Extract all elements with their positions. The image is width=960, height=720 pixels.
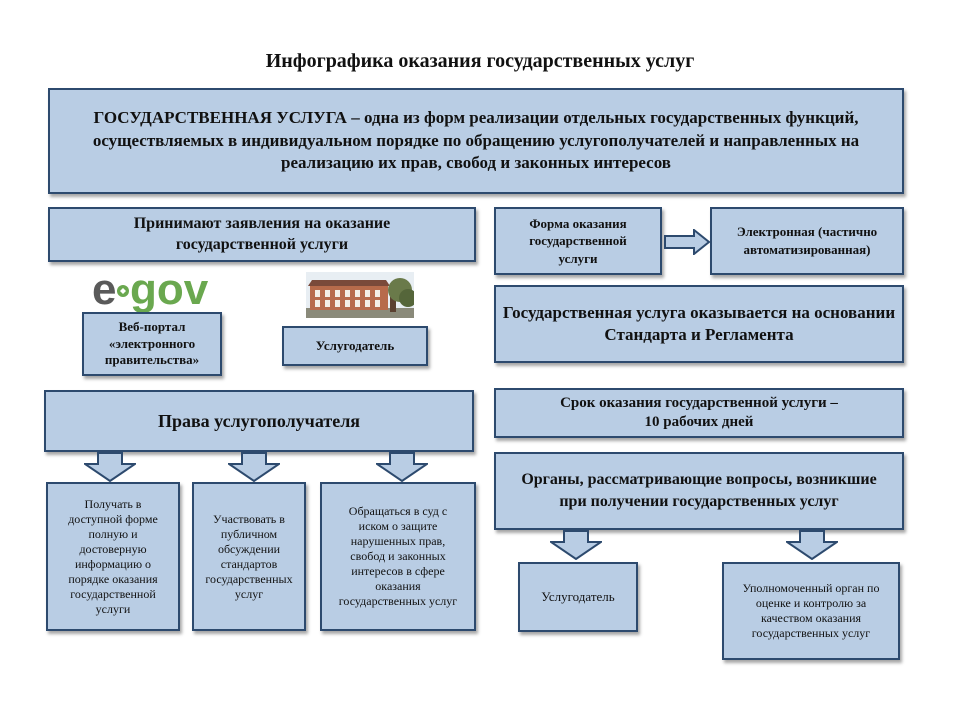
definition-term: ГОСУДАРСТВЕННАЯ УСЛУГА: [93, 107, 347, 127]
rights-item: Обращаться в суд с иском о защите наруше…: [320, 482, 476, 631]
portal-box: Веб-портал «электронного правительства»: [82, 312, 222, 376]
svg-text:gov: gov: [130, 268, 209, 312]
bodies-item: Услугодатель: [518, 562, 638, 632]
page-title: Инфографика оказания государственных усл…: [265, 50, 695, 72]
building-image: [306, 272, 417, 323]
bodies-heading: Органы, рассматривающие вопросы, возникш…: [494, 452, 904, 530]
definition-text: ГОСУДАРСТВЕННАЯ УСЛУГА – одна из форм ре…: [90, 107, 862, 176]
term-line1: Срок оказания государственной услуги –: [560, 394, 838, 411]
arrow-down-icon: [84, 452, 136, 482]
provider-box: Услугодатель: [282, 326, 428, 366]
form-label-box: Форма оказания государственной услуги: [494, 207, 662, 275]
rights-heading: Права услугополучателя: [44, 390, 474, 452]
rights-item: Получать в доступной форме полную и дост…: [46, 482, 180, 631]
arrow-down-icon: [550, 530, 602, 560]
bodies-item: Уполномоченный орган по оценке и контрол…: [722, 562, 900, 660]
egov-logo-icon: e gov: [92, 265, 209, 314]
term-box: Срок оказания государственной услуги – 1…: [494, 388, 904, 438]
svg-text:e: e: [92, 268, 116, 312]
definition-body: – одна из форм реализации отдельных госу…: [92, 107, 860, 173]
basis-line2: Стандарта и Регламента: [604, 325, 794, 344]
egov-logo: e gov: [92, 265, 214, 317]
form-value-box: Электронная (частично автоматизированная…: [710, 207, 904, 275]
applications-heading: Принимают заявления на оказание государс…: [48, 207, 476, 262]
basis-line1: Государственная услуга оказывается на ос…: [502, 302, 896, 322]
arrow-down-icon: [228, 452, 280, 482]
arrow-down-icon: [376, 452, 428, 482]
arrow-right-icon: [664, 229, 710, 255]
rights-item: Участвовать в публичном обсуждении станд…: [192, 482, 306, 631]
term-line2: 10 рабочих дней: [644, 414, 754, 430]
definition-box: ГОСУДАРСТВЕННАЯ УСЛУГА – одна из форм ре…: [48, 88, 904, 194]
arrow-down-icon: [786, 530, 838, 560]
basis-box: Государственная услуга оказывается на ос…: [494, 285, 904, 363]
